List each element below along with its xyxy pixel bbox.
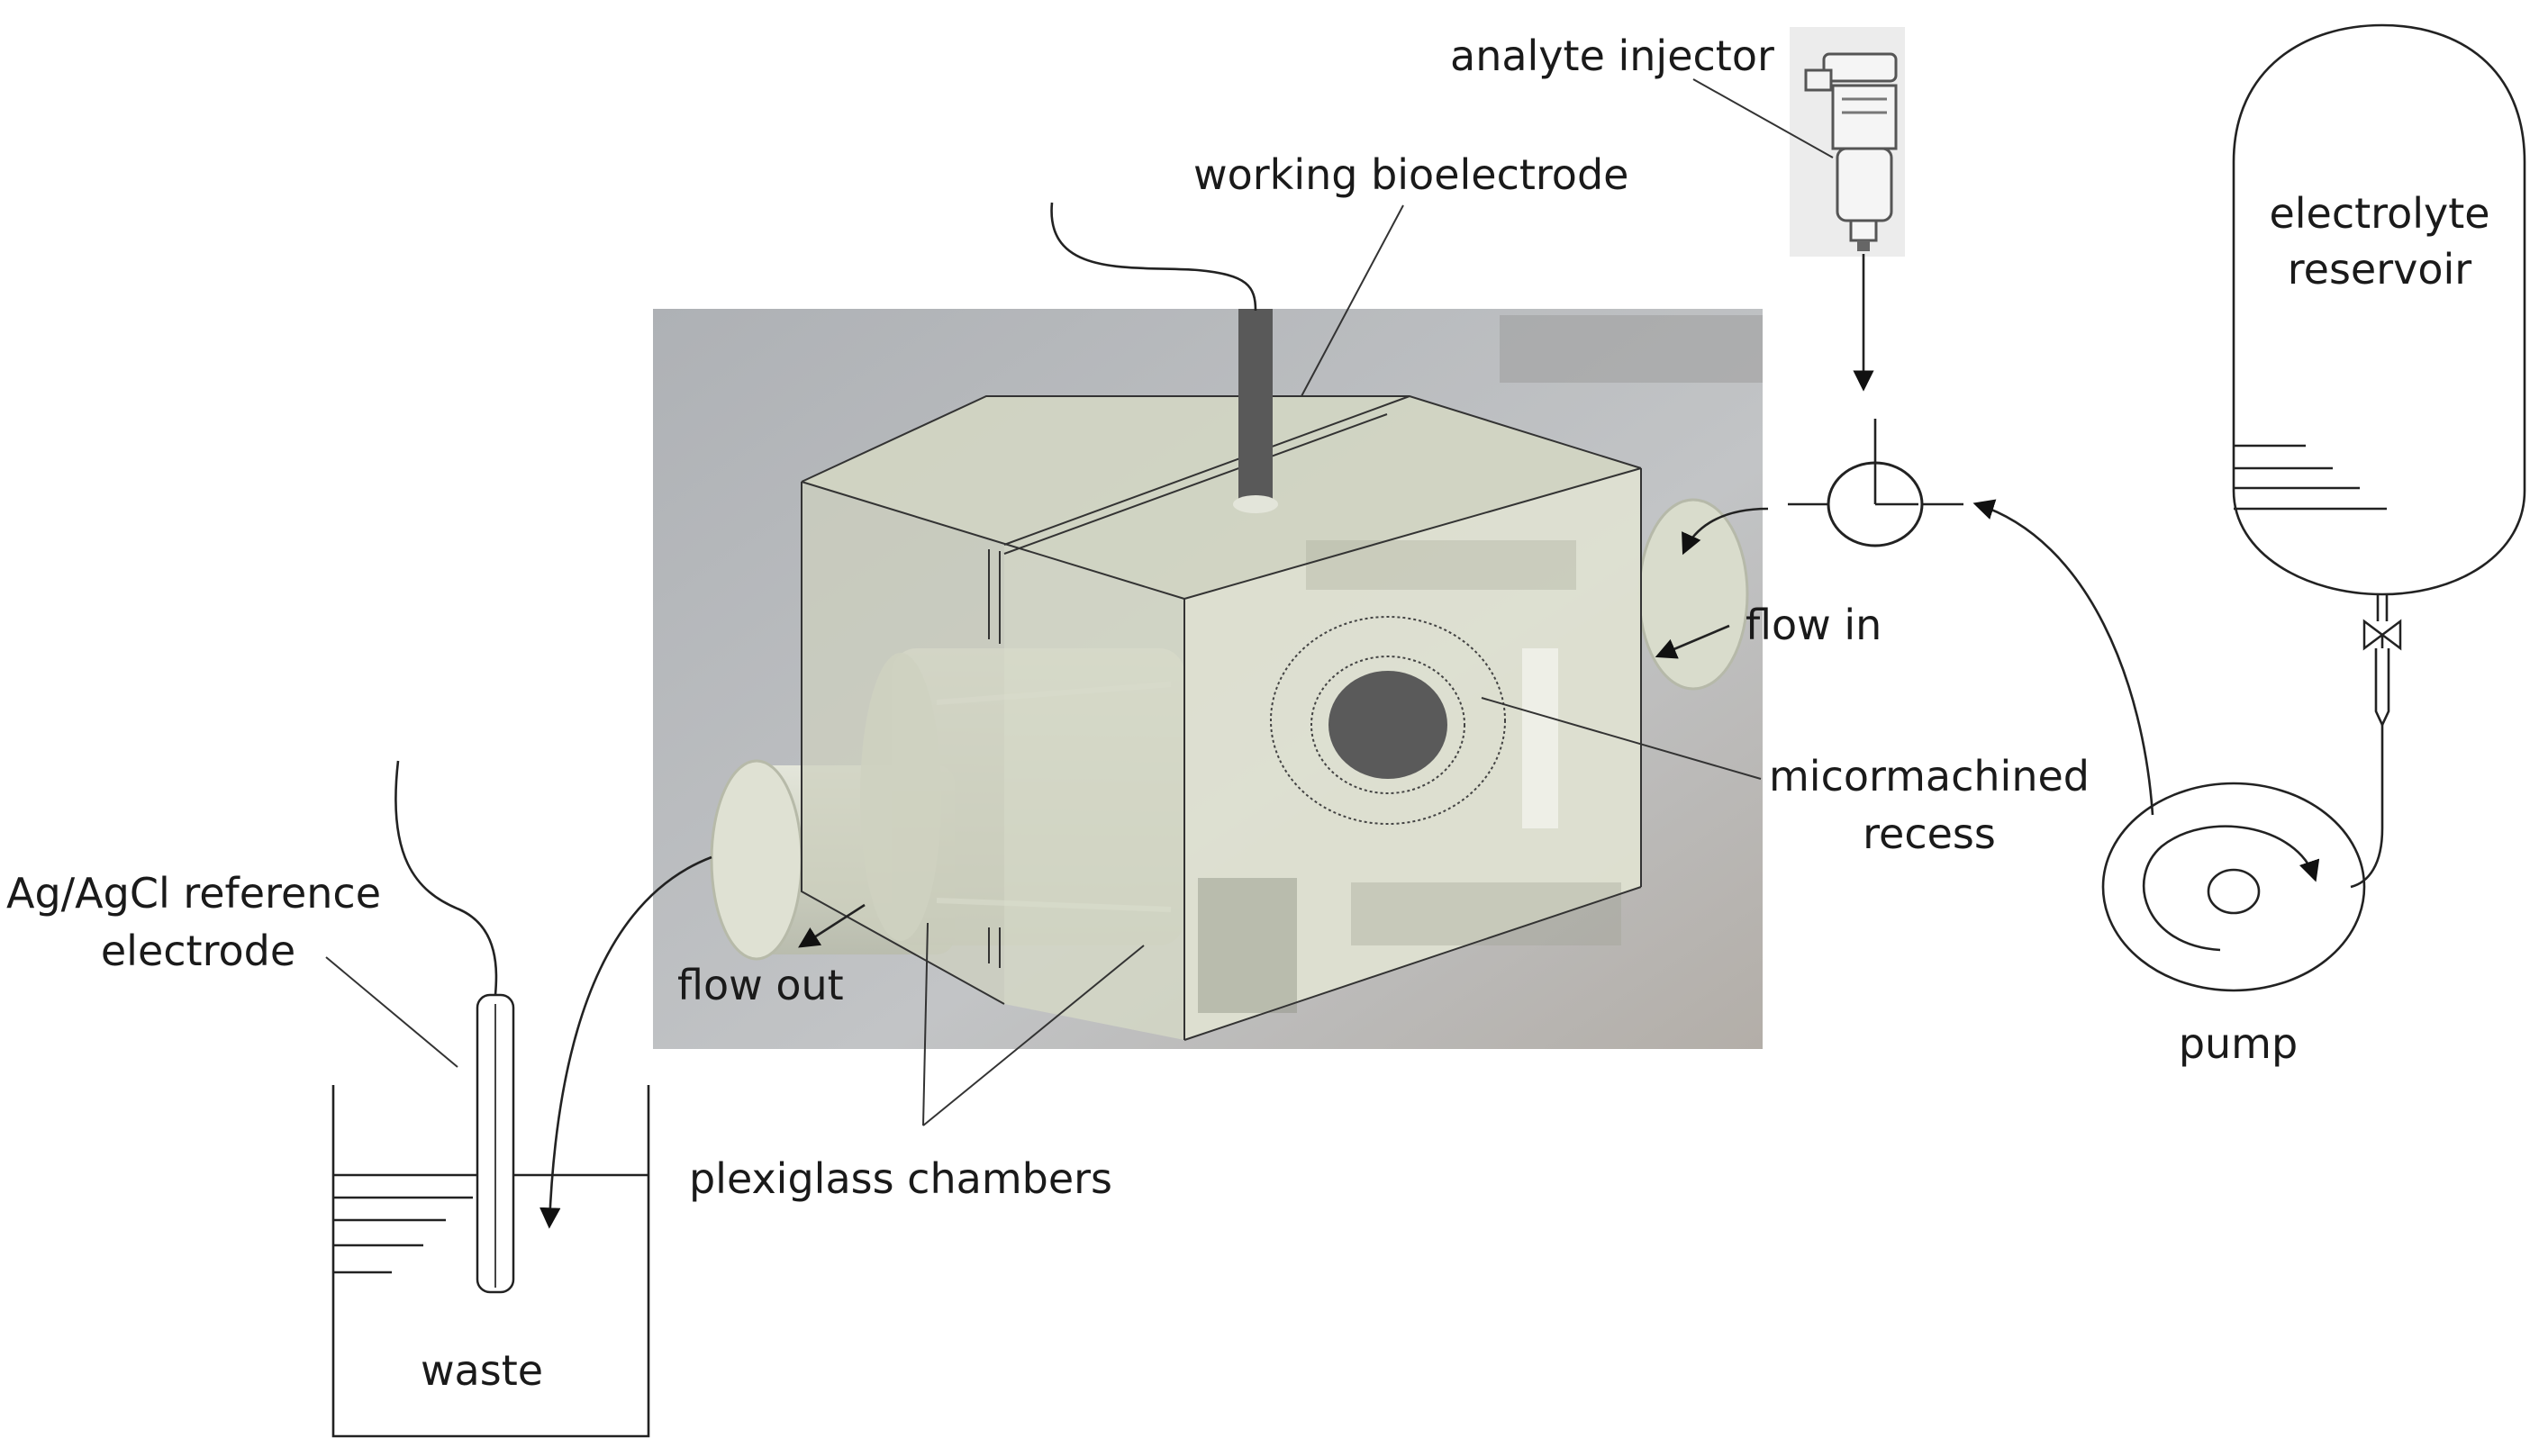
label-plexiglass-chambers: plexiglass chambers — [689, 1154, 1112, 1203]
injection-valve-icon — [1788, 419, 1963, 547]
working-electrode-wire — [1050, 202, 1257, 312]
label-working-bioelectrode: working bioelectrode — [1193, 150, 1628, 199]
label-ref-electrode-line1: Ag/AgCl reference — [6, 869, 381, 918]
flow-out-arrow — [798, 903, 866, 948]
label-electrolyte-reservoir-line1: electrolyte — [2269, 189, 2489, 238]
label-micromachined-recess-line1: micormachined — [1769, 752, 2090, 800]
box-side-face — [1004, 545, 1184, 1040]
box-edges — [801, 395, 1642, 1041]
label-flow-out: flow out — [677, 961, 844, 1009]
working-electrode-rod — [1238, 309, 1273, 502]
pump-icon — [2101, 782, 2366, 992]
pump-to-valve-arrow — [1972, 499, 2154, 816]
flow-in-arrow-top — [1682, 507, 1769, 556]
label-waste: waste — [421, 1346, 543, 1395]
label-analyte-injector: analyte injector — [1450, 32, 1774, 80]
waste-flow-arrow — [540, 855, 712, 1229]
label-ref-electrode-line2: electrode — [101, 927, 295, 975]
micromachined-recess — [1270, 616, 1506, 825]
analyte-injector-icon — [1790, 27, 1905, 257]
photo-corner-shade — [1500, 315, 1763, 383]
flow-in-arrow-side — [1655, 624, 1730, 659]
inlet-fitting — [1637, 498, 1749, 691]
box-top-face — [802, 396, 1641, 599]
reference-electrode-icon — [394, 760, 515, 1294]
label-flow-in: flow in — [1746, 601, 1882, 649]
label-pump: pump — [2179, 1019, 2298, 1068]
electrolyte-reservoir-icon — [2232, 23, 2526, 889]
label-micromachined-recess-line2: recess — [1863, 809, 1996, 858]
box-left-chamber — [802, 482, 1004, 1004]
flow-cell-photo — [653, 309, 1763, 1049]
label-electrolyte-reservoir-line2: reservoir — [2288, 245, 2472, 294]
leader-lines — [325, 78, 1834, 1126]
